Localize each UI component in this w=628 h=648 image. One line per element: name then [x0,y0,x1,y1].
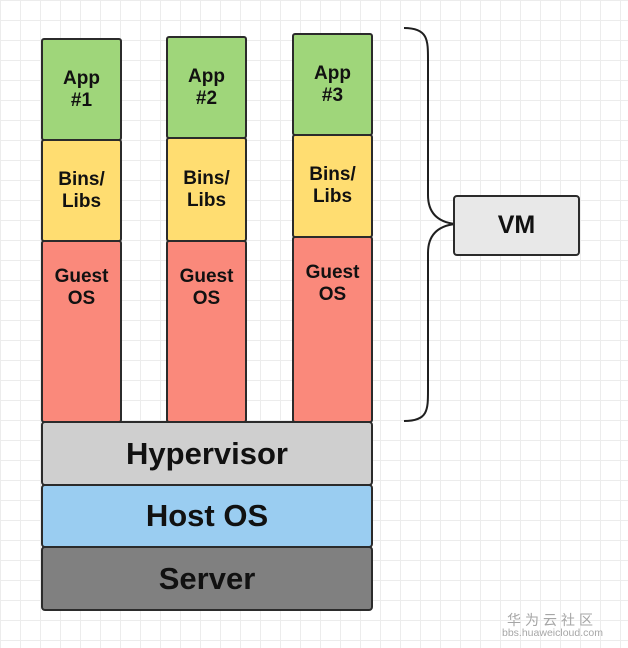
guest-os-3-box: Guest OS [292,236,373,423]
bins-libs-1-box: Bins/ Libs [41,139,122,242]
hypervisor-layer: Hypervisor [41,421,373,486]
bins-libs-3-box: Bins/ Libs [292,134,373,238]
app-2-box: App #2 [166,36,247,139]
server-layer: Server [41,546,373,611]
app-3-box: App #3 [292,33,373,136]
vm-brace-path [403,27,456,422]
watermark-title: 华为云社区 [507,612,597,628]
guest-os-2-box: Guest OS [166,240,247,423]
bins-libs-2-box: Bins/ Libs [166,137,247,242]
guest-os-1-box: Guest OS [41,240,122,423]
app-1-box: App #1 [41,38,122,141]
vm-label-box: VM [453,195,580,256]
watermark-url: bbs.huaweicloud.com [502,627,603,639]
host-os-layer: Host OS [41,484,373,548]
